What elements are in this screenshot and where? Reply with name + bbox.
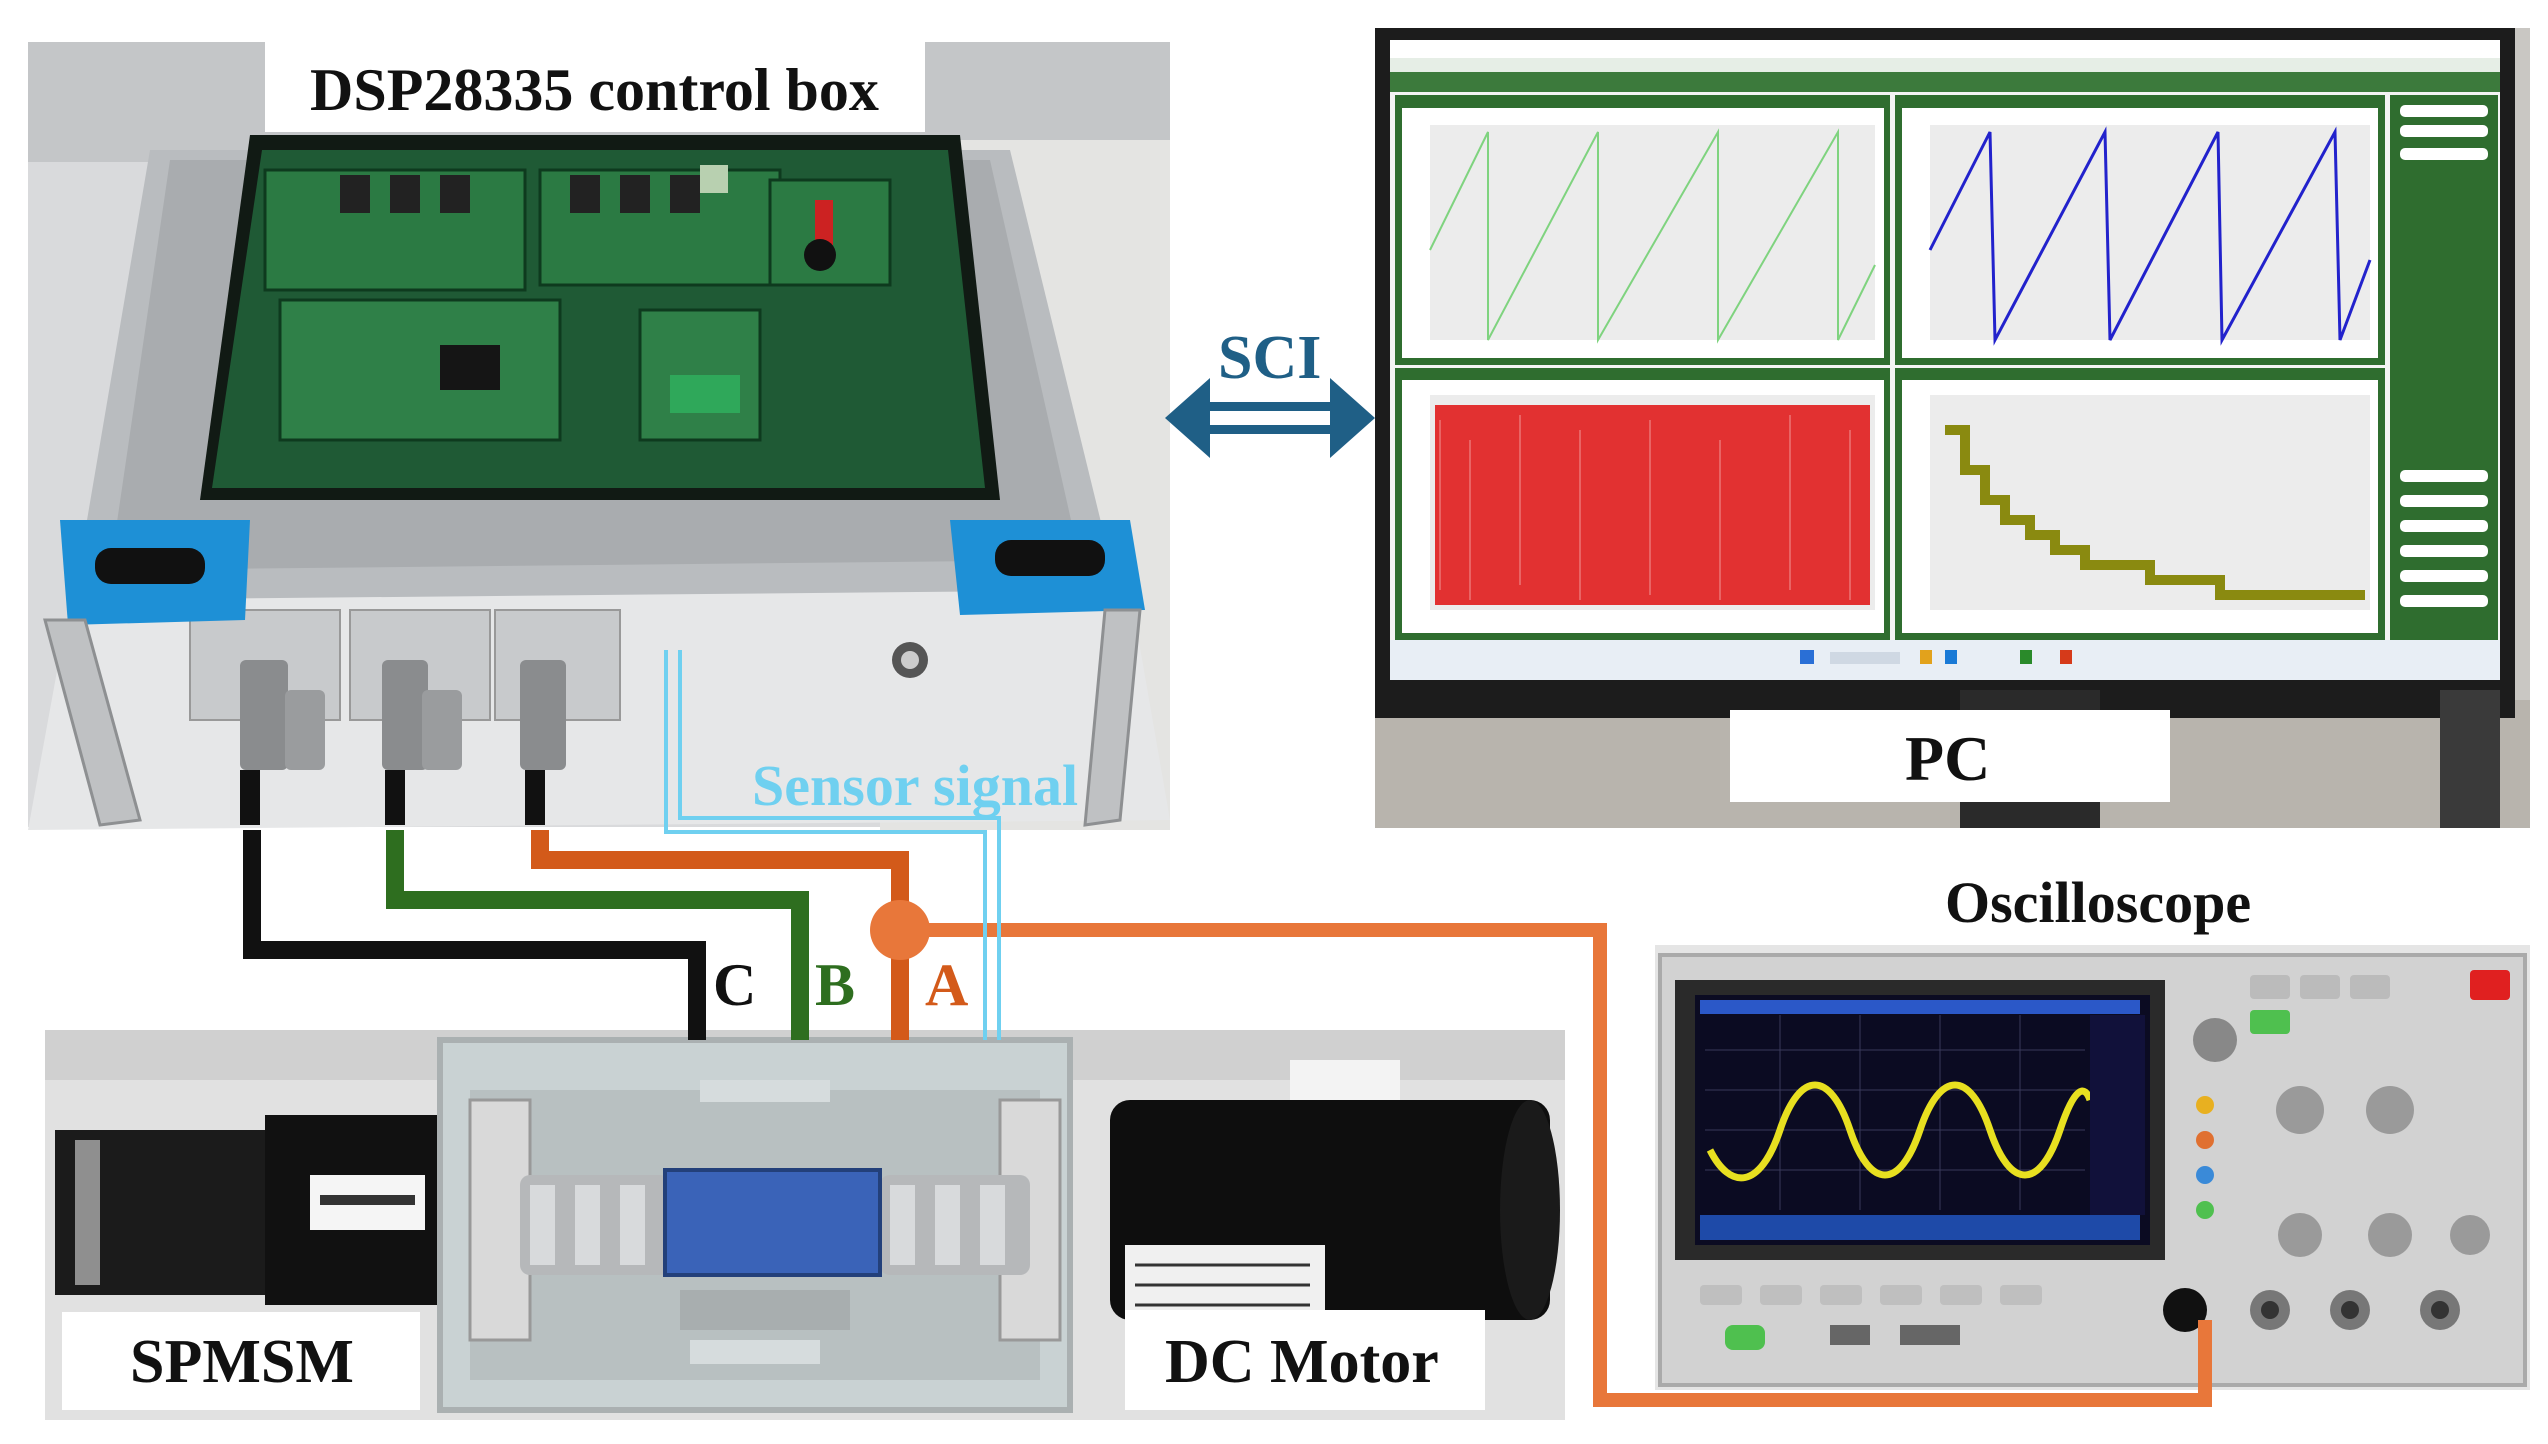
spmsm-label-bg bbox=[62, 1312, 420, 1410]
scope-sine-trace bbox=[1706, 1081, 2094, 1182]
phase-b-label: B bbox=[815, 952, 855, 1018]
motor-rig-photo bbox=[45, 1030, 1565, 1420]
pc-label-bg bbox=[1730, 710, 2170, 802]
current-probe-node bbox=[870, 900, 930, 960]
pc-photo bbox=[1375, 28, 2530, 828]
olive-steps bbox=[1945, 425, 2365, 600]
control-box-label: DSP28335 control box bbox=[310, 57, 879, 123]
dc-motor-label-bg bbox=[1125, 1310, 1485, 1410]
control-box-label-bg bbox=[265, 42, 925, 132]
wire-phase-b bbox=[386, 830, 809, 1040]
phase-c-label: C bbox=[713, 952, 756, 1018]
oscilloscope-photo bbox=[1655, 945, 2530, 1390]
sci-label: SCI bbox=[1218, 324, 1321, 392]
blue-sawtooth bbox=[1928, 126, 2372, 346]
spmsm-label: SPMSM bbox=[130, 1328, 354, 1396]
pc-label: PC bbox=[1905, 723, 1990, 794]
sci-double-arrow bbox=[1165, 378, 1375, 458]
wire-phase-c bbox=[243, 830, 706, 1040]
green-sawtooth bbox=[1429, 128, 1876, 344]
red-noise-band bbox=[1435, 405, 1870, 605]
oscilloscope-label: Oscilloscope bbox=[1945, 870, 2251, 935]
phase-a-label: A bbox=[925, 952, 968, 1018]
dc-motor-label: DC Motor bbox=[1165, 1328, 1439, 1396]
control-box-photo bbox=[28, 42, 1170, 830]
wire-sensor-signal bbox=[664, 650, 1001, 1040]
wire-probe-to-oscilloscope bbox=[900, 923, 2212, 1407]
sensor-signal-label: Sensor signal bbox=[752, 753, 1078, 818]
